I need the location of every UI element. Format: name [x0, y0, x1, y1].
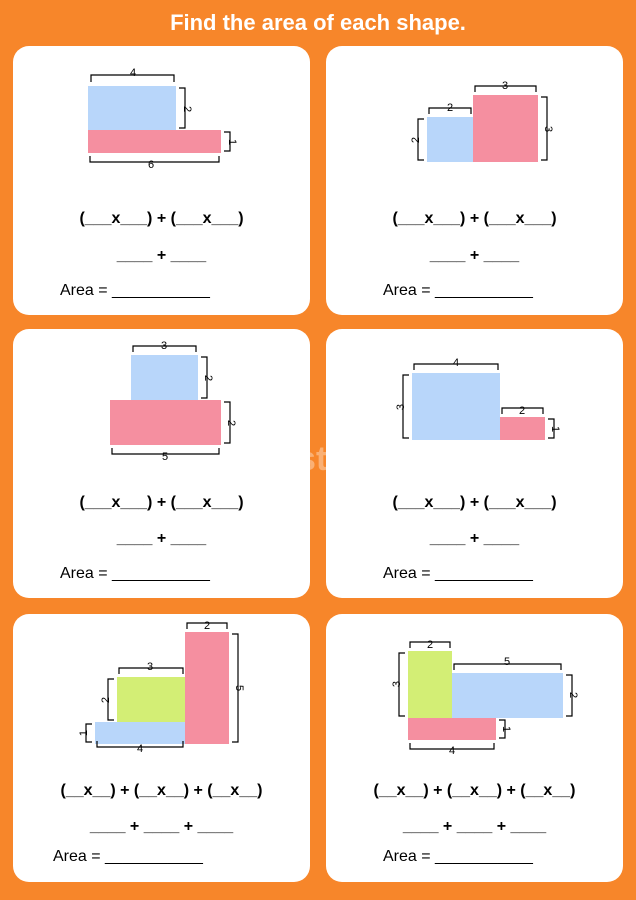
exercise-card-1: 4 2 1 6 (___x___) + (___x___) ____ + ___… [13, 46, 310, 315]
dimension-label: 4 [130, 67, 136, 79]
pink-rectangle [500, 417, 545, 440]
blue-rectangle [412, 373, 500, 440]
dimension-label: 5 [162, 451, 168, 463]
pink-rectangle [185, 632, 229, 744]
multiplication-expression: (__x__) + (__x__) + (__x__) [373, 782, 576, 799]
shape-diagram-1: 4 2 1 6 [88, 67, 238, 171]
green-rectangle [117, 677, 185, 722]
area-answer-line: Area = ___________ [53, 848, 203, 865]
sum-expression: ____ + ____ + ____ [402, 818, 547, 835]
multiplication-expression: (__x__) + (__x__) + (__x__) [60, 782, 263, 799]
area-answer-line: Area = ___________ [383, 565, 533, 582]
sum-expression: ____ + ____ [429, 247, 520, 264]
dimension-label: 6 [148, 159, 154, 171]
shape-diagram-4: 4 3 2 1 [395, 357, 561, 440]
pink-rectangle [473, 95, 538, 162]
sum-expression: ____ + ____ [429, 530, 520, 547]
dimension-label: 1 [500, 726, 512, 732]
blue-rectangle [452, 673, 563, 718]
multiplication-expression: (___x___) + (___x___) [392, 210, 557, 227]
multiplication-expression: (___x___) + (___x___) [79, 210, 244, 227]
exercise-card-3: 3 2 2 5 (___x___) + (___x___) ____ + ___… [13, 329, 310, 598]
multiplication-expression: (___x___) + (___x___) [79, 494, 244, 511]
dimension-label: 1 [78, 730, 90, 736]
dimension-label: 4 [449, 745, 455, 757]
sum-expression: ____ + ____ [116, 247, 207, 264]
dimension-label: 2 [427, 639, 433, 651]
sum-expression: ____ + ____ + ____ [89, 818, 234, 835]
dimension-label: 2 [202, 375, 214, 381]
exercise-card-5: 2 5 3 2 1 4 (__x__) + (__x__) + (__x__) … [13, 614, 310, 882]
dimension-label: 3 [502, 80, 508, 92]
exercise-card-6: 2 3 5 2 1 4 (__x__) + (__x__) + (__x__) … [326, 614, 623, 882]
shape-diagram-5: 2 5 3 2 1 4 [78, 620, 245, 755]
dimension-label: 3 [147, 661, 153, 673]
dimension-label: 2 [519, 405, 525, 417]
dimension-label: 1 [226, 139, 238, 145]
dimension-label: 5 [504, 656, 510, 668]
dimension-label: 1 [549, 426, 561, 432]
dimension-label: 2 [100, 697, 112, 703]
exercise-card-2: 2 2 3 3 (___x___) + (___x___) ____ + ___… [326, 46, 623, 315]
dimension-label: 2 [410, 137, 422, 143]
dimension-label: 2 [181, 106, 193, 112]
dimension-label: 2 [447, 102, 453, 114]
shape-diagram-2: 2 2 3 3 [410, 80, 554, 162]
page-title: Find the area of each shape. [170, 10, 466, 35]
pink-rectangle [88, 130, 221, 153]
dimension-label: 2 [225, 420, 237, 426]
pink-rectangle [110, 400, 221, 445]
dimension-label: 2 [567, 692, 579, 698]
dimension-label: 3 [391, 681, 403, 687]
blue-rectangle [95, 722, 185, 744]
dimension-label: 3 [395, 404, 407, 410]
dimension-label: 2 [204, 620, 210, 632]
blue-rectangle [427, 117, 473, 162]
dimension-label: 3 [161, 340, 167, 352]
dimension-label: 5 [233, 685, 245, 691]
green-rectangle [408, 651, 452, 718]
pink-rectangle [408, 718, 496, 740]
exercise-card-4: 4 3 2 1 (___x___) + (___x___) ____ + ___… [326, 329, 623, 598]
area-answer-line: Area = ___________ [383, 848, 533, 865]
shape-diagram-3: 3 2 2 5 [110, 340, 237, 463]
area-answer-line: Area = ___________ [60, 282, 210, 299]
dimension-label: 4 [137, 743, 143, 755]
shape-diagram-6: 2 3 5 2 1 4 [391, 639, 579, 757]
blue-rectangle [88, 86, 176, 130]
area-answer-line: Area = ___________ [383, 282, 533, 299]
blue-rectangle [131, 355, 198, 400]
dimension-label: 3 [542, 126, 554, 132]
dimension-label: 4 [453, 357, 459, 369]
sum-expression: ____ + ____ [116, 530, 207, 547]
multiplication-expression: (___x___) + (___x___) [392, 494, 557, 511]
area-answer-line: Area = ___________ [60, 565, 210, 582]
